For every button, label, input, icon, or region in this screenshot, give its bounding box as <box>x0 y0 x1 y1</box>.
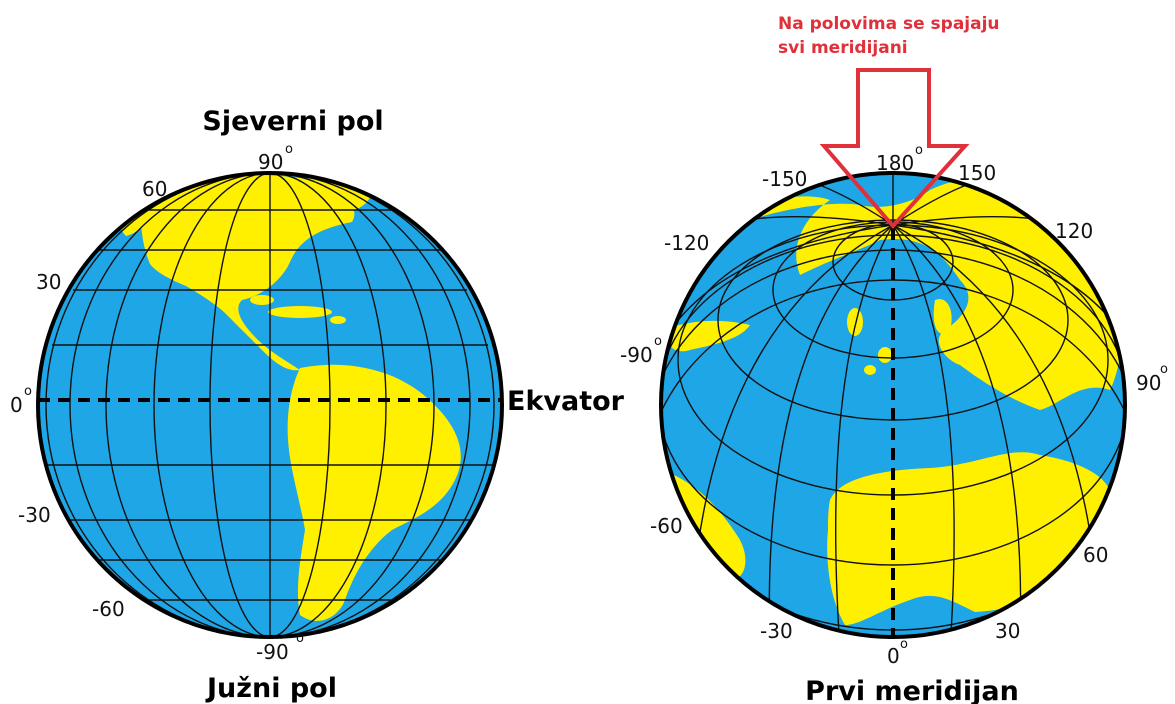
degree-mark: o <box>296 631 304 646</box>
africa-landmass <box>827 452 1110 625</box>
meridian-line <box>835 224 894 637</box>
lat-label-60: 60 <box>142 177 167 201</box>
lat-label-neg90: -90 <box>256 640 289 664</box>
meridian-line <box>69 173 471 637</box>
lon-label-neg60: -60 <box>650 514 683 538</box>
meridian-line <box>105 173 435 637</box>
pole-note-line2: svi meridijani <box>778 38 908 58</box>
left-globe-outline <box>36 171 504 639</box>
left-globe-land <box>118 174 461 621</box>
degree-mark: o <box>915 143 923 158</box>
meridian-line <box>768 224 894 637</box>
lat-label-neg30: -30 <box>18 503 51 527</box>
lon-label-120: 120 <box>1055 219 1093 243</box>
left-globe <box>36 171 504 639</box>
equator-label: Ekvator <box>507 386 625 417</box>
meridian-line <box>45 173 495 637</box>
lon-label-150: 150 <box>958 161 996 185</box>
small-island <box>878 347 892 363</box>
lon-label-30: 30 <box>995 619 1020 643</box>
lat-label-30: 30 <box>36 270 61 294</box>
degree-mark: o <box>1160 362 1168 377</box>
lon-label-0: 0 <box>887 644 900 668</box>
lon-label-neg30: -30 <box>760 619 793 643</box>
scandinavia-landmass <box>933 299 952 334</box>
lon-label-neg120: -120 <box>664 231 709 255</box>
lon-label-180: 180 <box>876 151 914 175</box>
meridian-line <box>892 224 955 637</box>
british-isles <box>847 308 863 336</box>
lon-label-60: 60 <box>1083 543 1108 567</box>
left-globe-graticule <box>40 173 500 637</box>
south-pole-label: Južni pol <box>205 673 337 704</box>
pole-note-line1: Na polovima se spajaju <box>778 14 1000 34</box>
caribbean-island <box>250 295 274 305</box>
meridian-line <box>892 224 1125 421</box>
lat-label-0: 0 <box>10 393 23 417</box>
meridian-line <box>209 173 331 637</box>
degree-mark: o <box>654 334 662 349</box>
caribbean-island <box>330 316 346 324</box>
lon-label-neg90: -90 <box>620 343 653 367</box>
meridian-line <box>892 224 1022 637</box>
degree-mark: o <box>285 142 293 157</box>
degree-mark: o <box>900 637 908 652</box>
north-pole-label: Sjeverni pol <box>202 106 383 137</box>
caribbean-island <box>268 306 332 318</box>
north-america-landmass <box>140 174 355 371</box>
south-america-landmass <box>287 364 461 621</box>
small-island <box>864 365 876 375</box>
lon-label-90: 90 <box>1136 371 1161 395</box>
degree-mark: o <box>24 384 32 399</box>
lon-label-neg150: -150 <box>762 167 807 191</box>
pole-arrow <box>819 68 970 230</box>
meridian-line <box>661 224 894 421</box>
meridian-line <box>153 173 387 637</box>
lat-label-90: 90 <box>258 150 283 174</box>
lat-label-neg60: -60 <box>92 597 125 621</box>
prime-meridian-label: Prvi meridijan <box>805 676 1019 704</box>
